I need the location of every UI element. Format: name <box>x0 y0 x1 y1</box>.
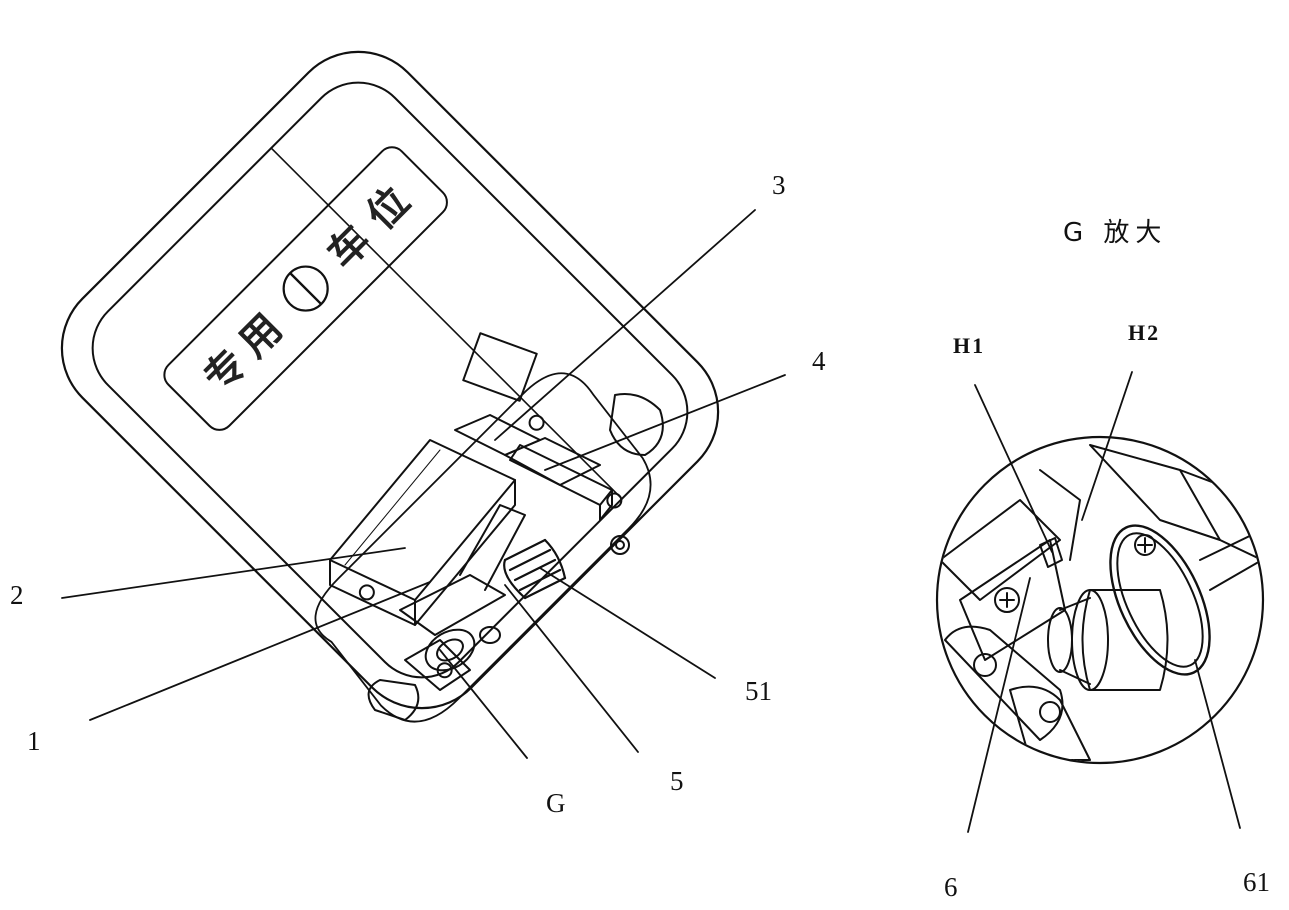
inner-housing <box>71 61 709 699</box>
ref-label-5: 5 <box>670 768 684 795</box>
ref-label-h1: H1 <box>953 335 985 357</box>
motor-box <box>330 440 515 625</box>
ref-label-3: 3 <box>772 172 786 199</box>
sign-plate: 专 用 车 位 <box>159 142 453 436</box>
plate-char-4: 位 <box>357 178 419 240</box>
ref-label-2: 2 <box>10 582 24 609</box>
ref-label-1: 1 <box>27 728 41 755</box>
spring <box>504 540 565 598</box>
ref-label-6: 6 <box>944 874 958 901</box>
ref-label-4: 4 <box>812 348 826 375</box>
plate-char-3: 车 <box>318 216 380 278</box>
lower-mechanism <box>369 505 525 720</box>
ref-label-51: 51 <box>745 678 772 705</box>
detail-title: G 放大 <box>1063 220 1167 246</box>
detail-view-g <box>937 372 1263 832</box>
ref-label-h2: H2 <box>1128 322 1160 344</box>
ref-label-g: G <box>546 790 566 817</box>
ref-label-61: 61 <box>1243 869 1270 896</box>
